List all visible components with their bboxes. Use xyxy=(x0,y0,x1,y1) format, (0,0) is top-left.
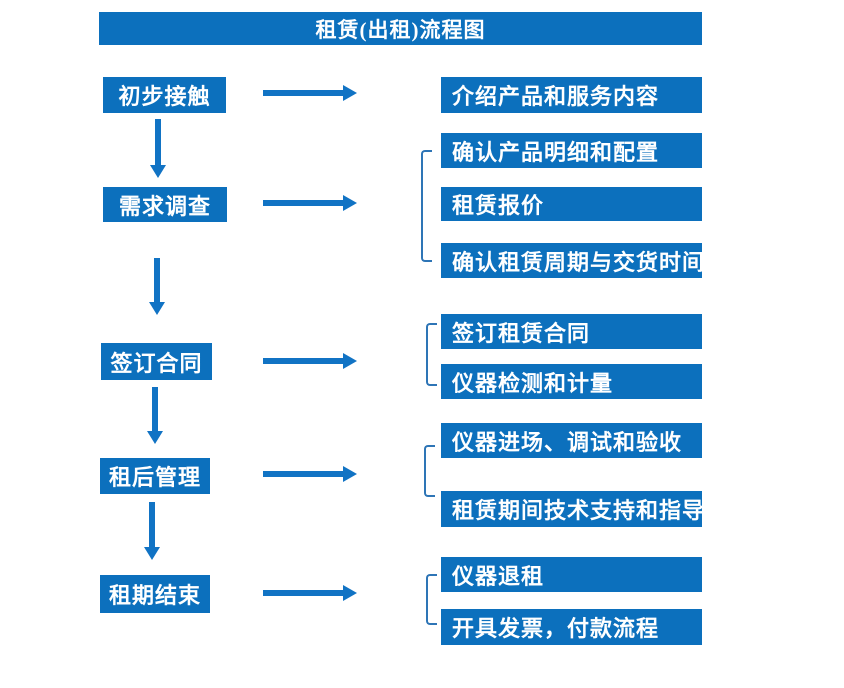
step-sign-contract: 签订合同 xyxy=(101,343,212,380)
step-rental-end: 租期结束 xyxy=(100,575,210,613)
detail-rental-quote: 租赁报价 xyxy=(441,187,702,221)
detail-rental-tech-support: 租赁期间技术支持和指导 xyxy=(441,491,704,527)
arrow-down-icon xyxy=(147,387,163,444)
group-bracket xyxy=(426,574,437,625)
detail-instrument-return: 仪器退租 xyxy=(441,557,702,592)
detail-introduce-product-services: 介绍产品和服务内容 xyxy=(441,77,702,113)
arrow-right-icon xyxy=(263,353,357,369)
detail-confirm-rental-period-delivery: 确认租赁周期与交货时间 xyxy=(441,243,704,278)
arrow-right-icon xyxy=(263,585,357,601)
arrow-down-icon xyxy=(150,119,166,178)
detail-instrument-testing-metering: 仪器检测和计量 xyxy=(441,364,702,399)
step-initial-contact: 初步接触 xyxy=(103,77,226,113)
group-bracket xyxy=(426,323,437,386)
arrow-down-icon xyxy=(149,258,165,315)
group-bracket xyxy=(424,445,435,497)
detail-instrument-entry-acceptance: 仪器进场、调试和验收 xyxy=(441,423,702,458)
arrow-down-icon xyxy=(144,502,160,560)
detail-sign-rental-contract: 签订租赁合同 xyxy=(441,314,702,349)
step-post-rental-management: 租后管理 xyxy=(100,458,210,494)
flowchart-title-bar: 租赁(出租)流程图 xyxy=(99,12,702,45)
flowchart-title: 租赁(出租)流程图 xyxy=(315,17,486,42)
group-bracket xyxy=(421,150,432,262)
arrow-right-icon xyxy=(263,466,357,482)
step-demand-survey: 需求调查 xyxy=(103,187,227,222)
detail-confirm-product-config: 确认产品明细和配置 xyxy=(441,133,702,168)
detail-invoice-payment: 开具发票，付款流程 xyxy=(441,609,702,645)
arrow-right-icon xyxy=(263,195,357,211)
arrow-right-icon xyxy=(263,85,357,101)
